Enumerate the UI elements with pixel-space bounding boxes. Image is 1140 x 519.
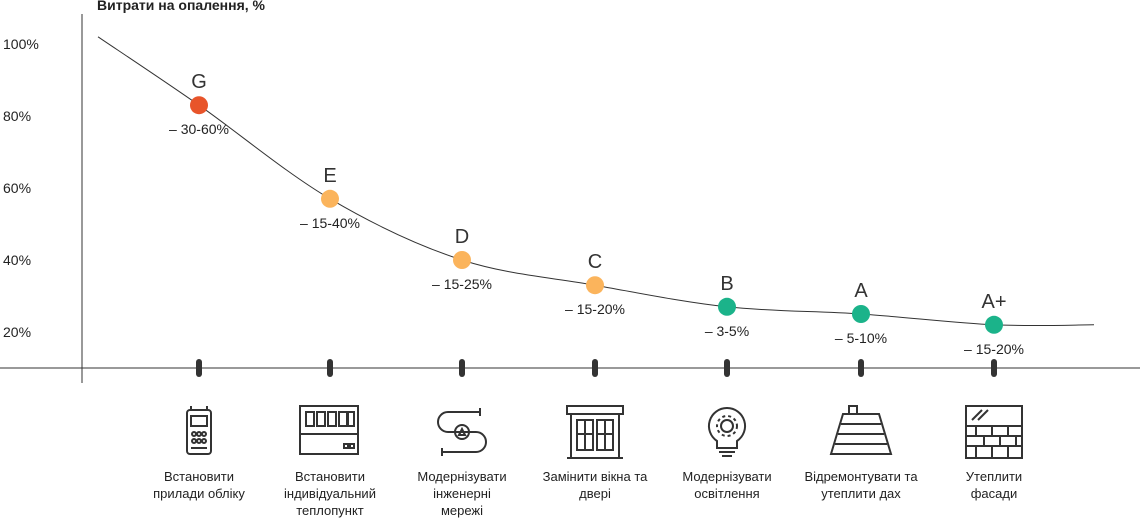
meter-icon [186,406,212,455]
measure-step: Модернізувати інженерні мережі [397,404,527,519]
measure-step: Відремонтувати та утеплити дах [796,404,926,502]
y-tick-label: 20% [3,324,31,340]
grade-point-d [453,251,471,269]
measure-label: Замінити вікна та двері [542,469,648,501]
grade-point-a [852,305,870,323]
window-icon [566,405,624,459]
grade-label: B [720,273,733,295]
roof-icon [829,405,893,455]
x-axis-step-marker [592,359,598,377]
measure-label: Модернізувати інженерні мережі [417,469,507,518]
saving-label: – 15-20% [964,341,1024,357]
measure-label: Модернізувати освітлення [682,469,772,501]
grade-label: E [323,165,336,187]
y-tick-label: 100% [3,36,39,52]
x-axis-step-marker [991,359,997,377]
y-tick-label: 80% [3,108,31,124]
y-tick-label: 40% [3,252,31,268]
measure-label: Встановити індивідуальний теплопункт [284,469,376,518]
measure-label: Відремонтувати та утеплити дах [804,469,918,501]
pipes-icon [437,408,487,456]
energy-efficiency-chart: 100% 80% 60% 40% 20% G – 30-60% E – 15-40% D – 15… [0,14,1140,383]
grade-label: G [191,71,207,93]
brick-wall-icon [965,405,1023,459]
grade-label: C [588,251,602,273]
x-axis-step-marker [196,359,202,377]
grade-label: D [455,226,469,248]
saving-label: – 3-5% [705,323,749,339]
x-axis-step-marker [724,359,730,377]
y-axis-title: Витрати на опалення, % [97,0,265,13]
y-tick-label: 60% [3,180,31,196]
lightbulb-icon [707,406,747,457]
measure-step: Замінити вікна та двері [530,404,660,502]
grade-point-g [190,96,208,115]
x-axis-step-marker [327,359,333,377]
grade-point-c [586,276,604,295]
measure-label: Встановити прилади обліку [153,469,245,501]
grade-point-e [321,189,339,208]
measure-label: Утеплити фасади [965,469,1023,501]
saving-label: – 15-20% [565,301,625,317]
measure-step: Встановити прилади обліку [134,404,264,502]
saving-label: – 5-10% [835,330,887,346]
x-axis-step-marker [858,359,864,377]
grade-point-a-plus [985,315,1003,334]
saving-label: – 15-25% [432,276,492,292]
grade-point-b [718,297,736,316]
saving-label: – 30-60% [169,121,229,137]
measure-step: Модернізувати освітлення [662,404,792,502]
measure-step: Встановити індивідуальний теплопункт [265,404,395,519]
x-axis-step-marker [459,359,465,377]
grade-label: A [854,280,868,302]
grade-label: A+ [981,291,1006,313]
radiator-icon [299,405,359,455]
saving-label: – 15-40% [300,215,360,231]
measure-step: Утеплити фасади [929,404,1059,502]
